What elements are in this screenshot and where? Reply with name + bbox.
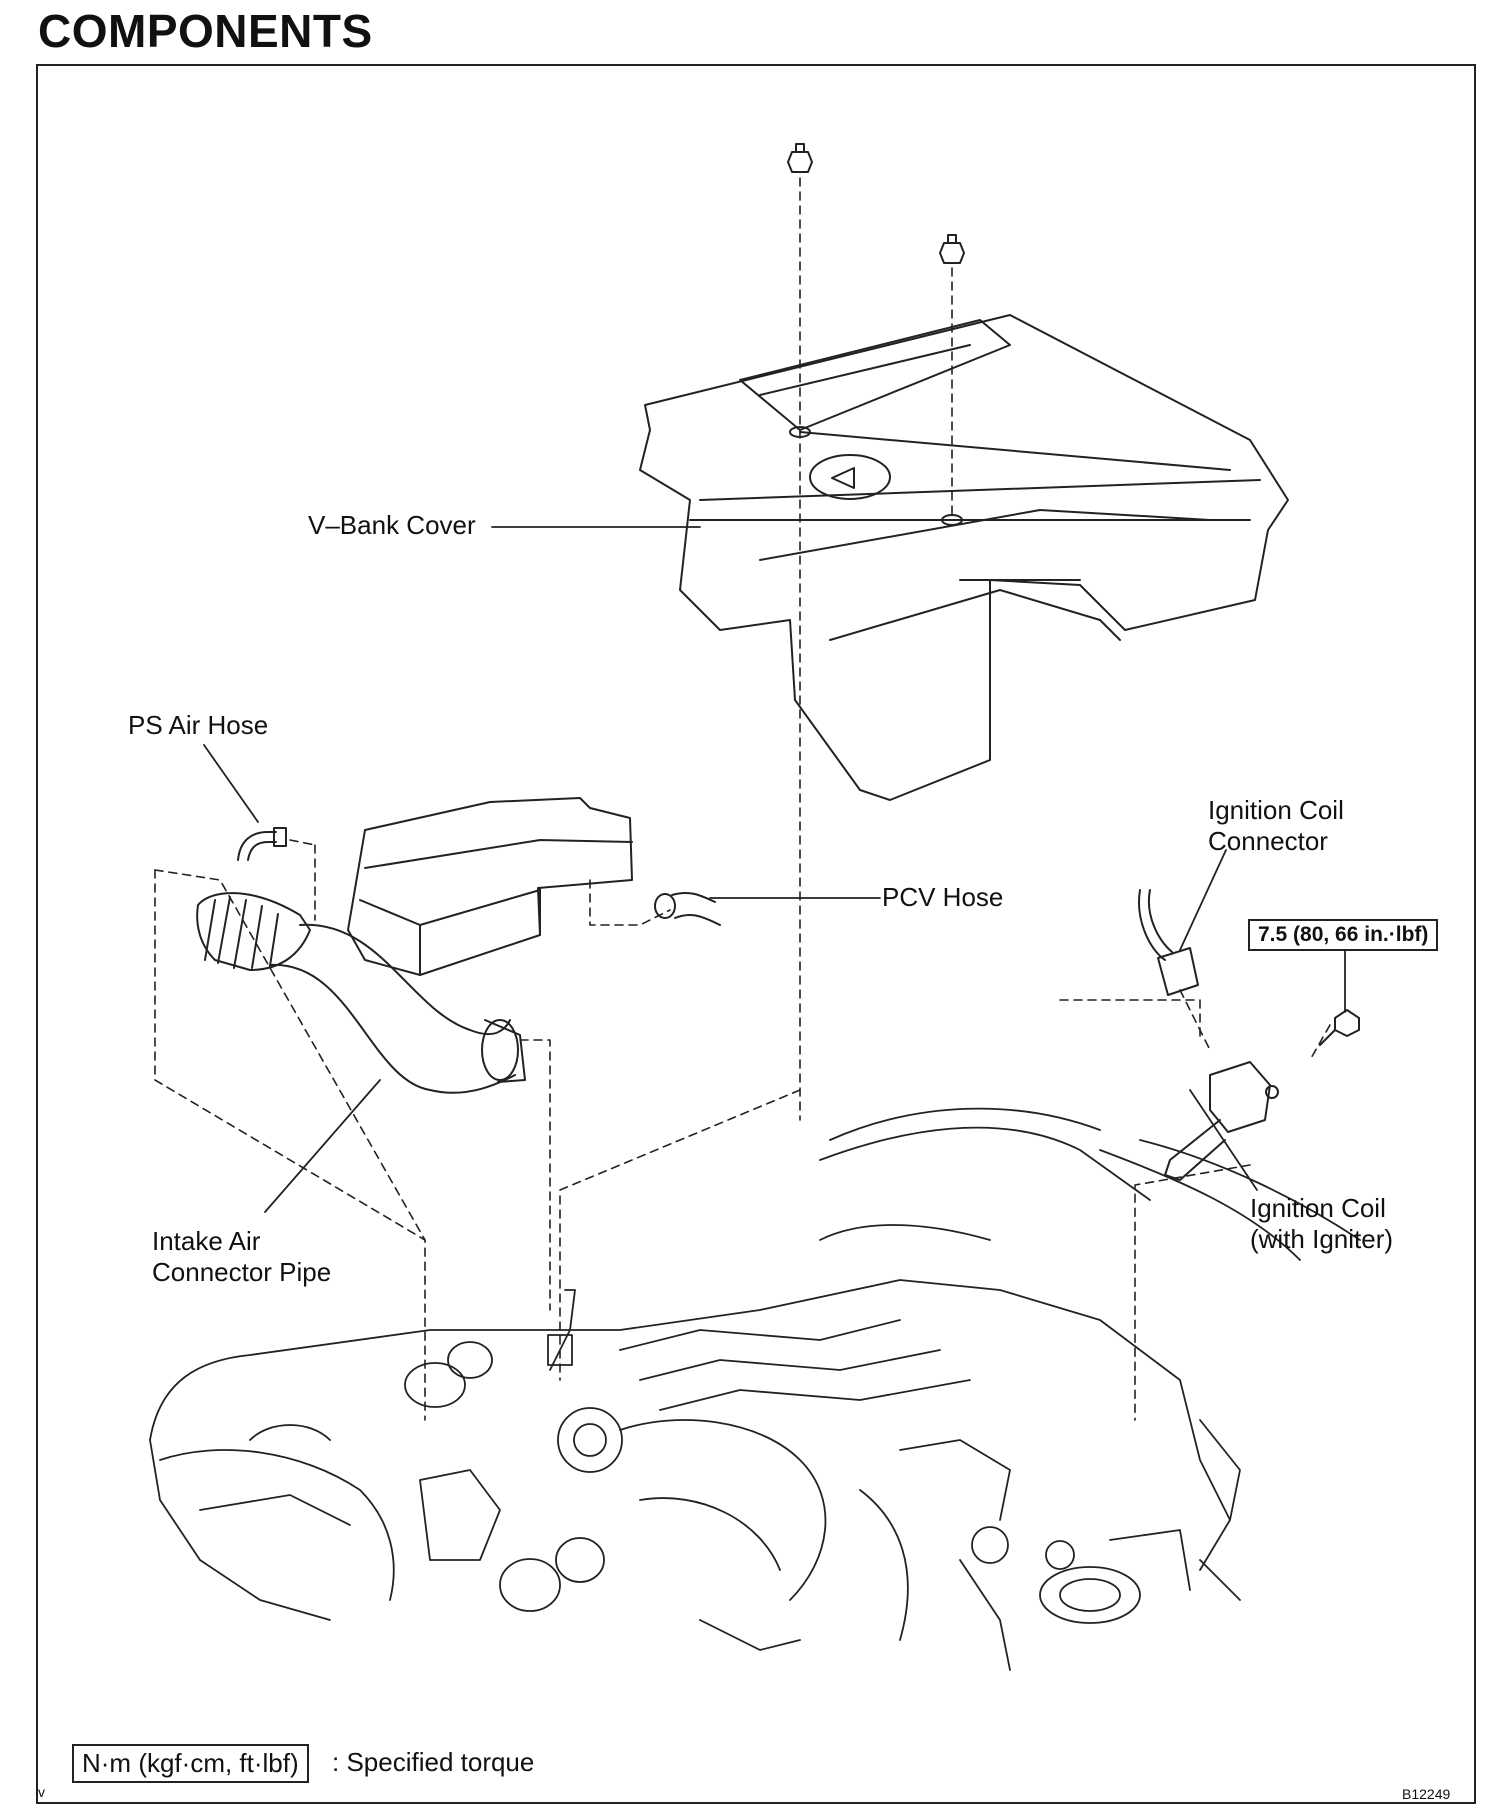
- page-title: COMPONENTS: [38, 5, 373, 57]
- air-resonator-drawing: [347, 797, 633, 976]
- label-ignition-coil: Ignition Coil (with Igniter): [1250, 1193, 1394, 1254]
- torque-unit-legend-text: : Specified torque: [332, 1747, 535, 1777]
- ignition-coil-bolt-drawing: [1319, 1009, 1360, 1046]
- label-intake-air-connector-pipe: Intake Air Connector Pipe: [152, 1226, 332, 1287]
- ignition-coil-connector-drawing: [1138, 889, 1199, 996]
- label-ps-air-hose: PS Air Hose: [128, 710, 269, 740]
- label-v-bank-cover: V–Bank Cover: [308, 510, 476, 540]
- ps-air-hose-drawing: [237, 827, 287, 861]
- figure-code: B12249: [1402, 1786, 1451, 1802]
- intake-air-connector-pipe-drawing: [196, 892, 526, 1094]
- diagram-frame: [36, 64, 1476, 1804]
- label-ignition-coil-connector: Ignition Coil Connector: [1208, 795, 1344, 856]
- pcv-hose-drawing: [654, 892, 721, 926]
- ignition-coil-drawing: [1164, 1061, 1279, 1181]
- cover-nut-1: [787, 143, 813, 173]
- corner-mark: v: [38, 1784, 45, 1800]
- assembly-guide-lines: [154, 177, 1331, 1421]
- torque-spec-box: 7.5 (80, 66 in.·lbf): [1248, 919, 1439, 951]
- v-bank-cover-drawing: [639, 314, 1289, 801]
- label-pcv-hose: PCV Hose: [882, 882, 1004, 912]
- torque-unit-legend-box: N·m (kgf·cm, ft·lbf): [72, 1744, 309, 1783]
- leader-lines: [203, 526, 1346, 1213]
- engine-assembly-drawing: [149, 1107, 1361, 1671]
- cover-nut-2: [939, 234, 965, 264]
